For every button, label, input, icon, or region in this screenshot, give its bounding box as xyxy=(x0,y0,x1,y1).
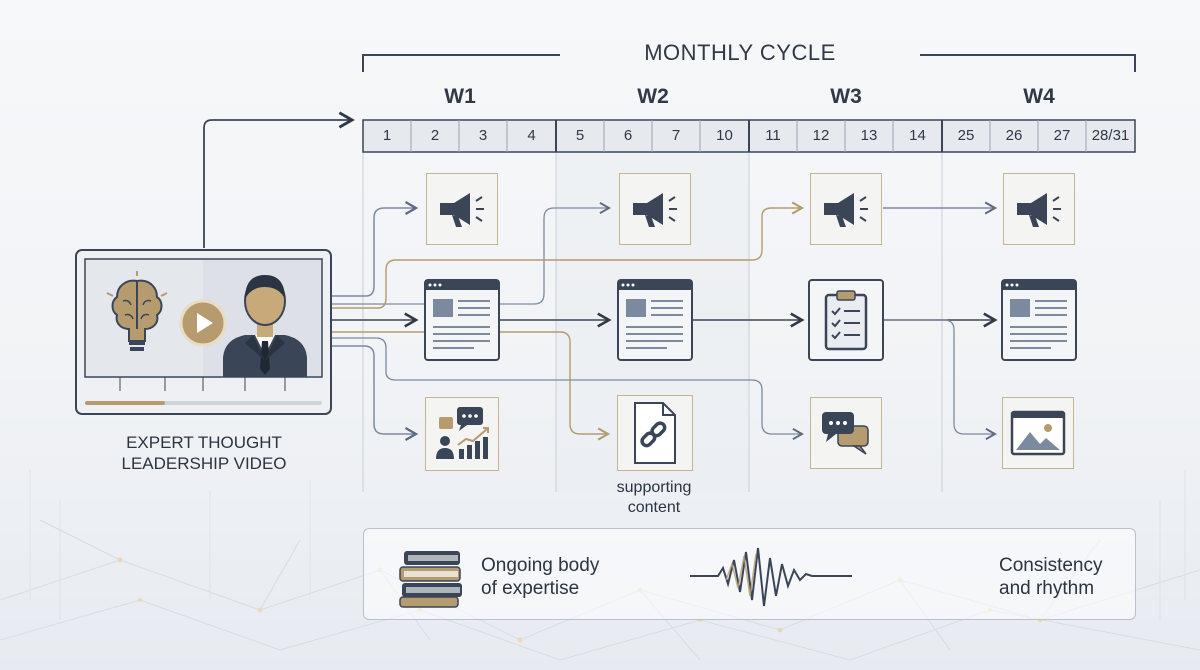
video-player[interactable] xyxy=(75,249,332,415)
day-cell: 2 xyxy=(430,127,440,144)
content-card-checklist-w3[interactable] xyxy=(808,279,884,361)
expertise-line2: of expertise xyxy=(481,578,580,599)
chat-chart-icon xyxy=(436,407,489,459)
day-cell: 4 xyxy=(527,127,536,144)
day-cell: 6 xyxy=(623,127,633,144)
expertise-line1: Ongoing body xyxy=(481,555,600,576)
chat-bubbles-icon xyxy=(822,412,869,455)
content-card-article-w2[interactable] xyxy=(617,279,693,361)
megaphone-icon xyxy=(1017,193,1061,227)
week-label-w2: W2 xyxy=(637,85,669,108)
day-cell: 12 xyxy=(812,127,830,144)
video-caption: EXPERT THOUGHT LEADERSHIP VIDEO xyxy=(84,432,324,474)
play-button[interactable] xyxy=(179,299,227,347)
books-icon xyxy=(399,551,462,608)
day-cell: 5 xyxy=(575,127,585,144)
day-cell: 13 xyxy=(860,127,878,144)
supporting-label-line1: supporting xyxy=(616,479,692,496)
megaphone-icon xyxy=(440,193,484,227)
content-card-discussion-w3[interactable] xyxy=(810,397,882,469)
expertise-text: Ongoing body of expertise xyxy=(481,554,641,600)
day-cell: 26 xyxy=(1005,127,1023,144)
article-icon xyxy=(617,279,693,361)
video-caption-line1: EXPERT THOUGHT xyxy=(126,433,282,452)
day-cell: 1 xyxy=(382,127,392,144)
article-icon xyxy=(424,279,500,361)
waveform-icon xyxy=(690,547,852,607)
content-card-article-w1[interactable] xyxy=(424,279,500,361)
day-cell: 14 xyxy=(909,127,926,144)
article-icon xyxy=(1001,279,1077,361)
checklist-icon xyxy=(808,279,884,361)
day-cell: 27 xyxy=(1053,127,1071,144)
day-cell: 10 xyxy=(716,127,733,144)
content-card-social-w1[interactable] xyxy=(425,397,499,471)
megaphone-icon xyxy=(824,193,868,227)
consistency-line2: and rhythm xyxy=(999,578,1095,599)
day-cell: 25 xyxy=(957,127,975,144)
image-icon xyxy=(1010,410,1066,456)
week-label-w1: W1 xyxy=(444,85,476,108)
monthly-cycle-title: MONTHLY CYCLE xyxy=(560,40,920,66)
supporting-label-line2: content xyxy=(627,499,681,516)
megaphone-icon xyxy=(633,193,677,227)
expert-avatar xyxy=(223,275,307,377)
consistency-line1: Consistency xyxy=(999,555,1103,576)
content-card-megaphone-w4[interactable] xyxy=(1003,173,1075,245)
day-cell: 11 xyxy=(765,127,781,144)
brain-bulb-icon xyxy=(106,271,168,351)
day-cell: 3 xyxy=(478,127,488,144)
content-card-megaphone-w2[interactable] xyxy=(619,173,691,245)
supporting-content-label: supporting content xyxy=(594,478,714,518)
content-card-visual-w4[interactable] xyxy=(1002,397,1074,469)
timeline-bar xyxy=(362,119,1136,153)
link-document-icon xyxy=(634,402,676,464)
content-card-supporting-w2[interactable] xyxy=(617,395,693,471)
week-label-w3: W3 xyxy=(830,85,862,108)
week-label-w4: W4 xyxy=(1023,85,1055,108)
video-caption-line2: LEADERSHIP VIDEO xyxy=(121,454,287,473)
day-cell: 7 xyxy=(671,127,681,144)
play-icon xyxy=(179,299,227,347)
content-card-megaphone-w1[interactable] xyxy=(426,173,498,245)
content-card-megaphone-w3[interactable] xyxy=(810,173,882,245)
day-cell: 28/31 xyxy=(1091,127,1130,144)
consistency-text: Consistency and rhythm xyxy=(999,554,1129,600)
content-card-article-w4[interactable] xyxy=(1001,279,1077,361)
